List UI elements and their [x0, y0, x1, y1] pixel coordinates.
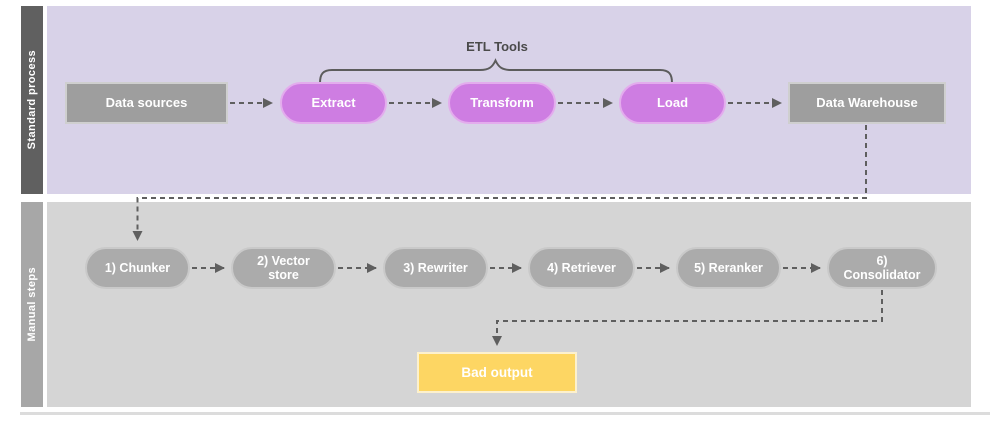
node-load: Load	[619, 82, 726, 124]
node-vector-store: 2) Vector store	[231, 247, 336, 289]
connector-consolidator-badoutput	[492, 290, 883, 346]
node-extract: Extract	[280, 82, 387, 124]
node-chunker: 1) Chunker	[85, 247, 190, 289]
etl-tools-label: ETL Tools	[466, 39, 528, 54]
page-divider	[20, 412, 990, 415]
connector-warehouse-chunker	[132, 125, 867, 241]
node-data-warehouse: Data Warehouse	[788, 82, 946, 124]
node-reranker: 5) Reranker	[676, 247, 781, 289]
lane-header-standard-process: Standard process	[21, 6, 43, 194]
node-retriever: 4) Retriever	[528, 247, 635, 289]
node-consolidator: 6) Consolidator	[827, 247, 937, 289]
etl-tools-brace	[319, 58, 673, 84]
node-rewriter: 3) Rewriter	[383, 247, 488, 289]
node-data-sources: Data sources	[65, 82, 228, 124]
node-transform: Transform	[448, 82, 556, 124]
node-bad-output: Bad output	[417, 352, 577, 393]
lane-header-manual-steps: Manual steps	[21, 202, 43, 407]
